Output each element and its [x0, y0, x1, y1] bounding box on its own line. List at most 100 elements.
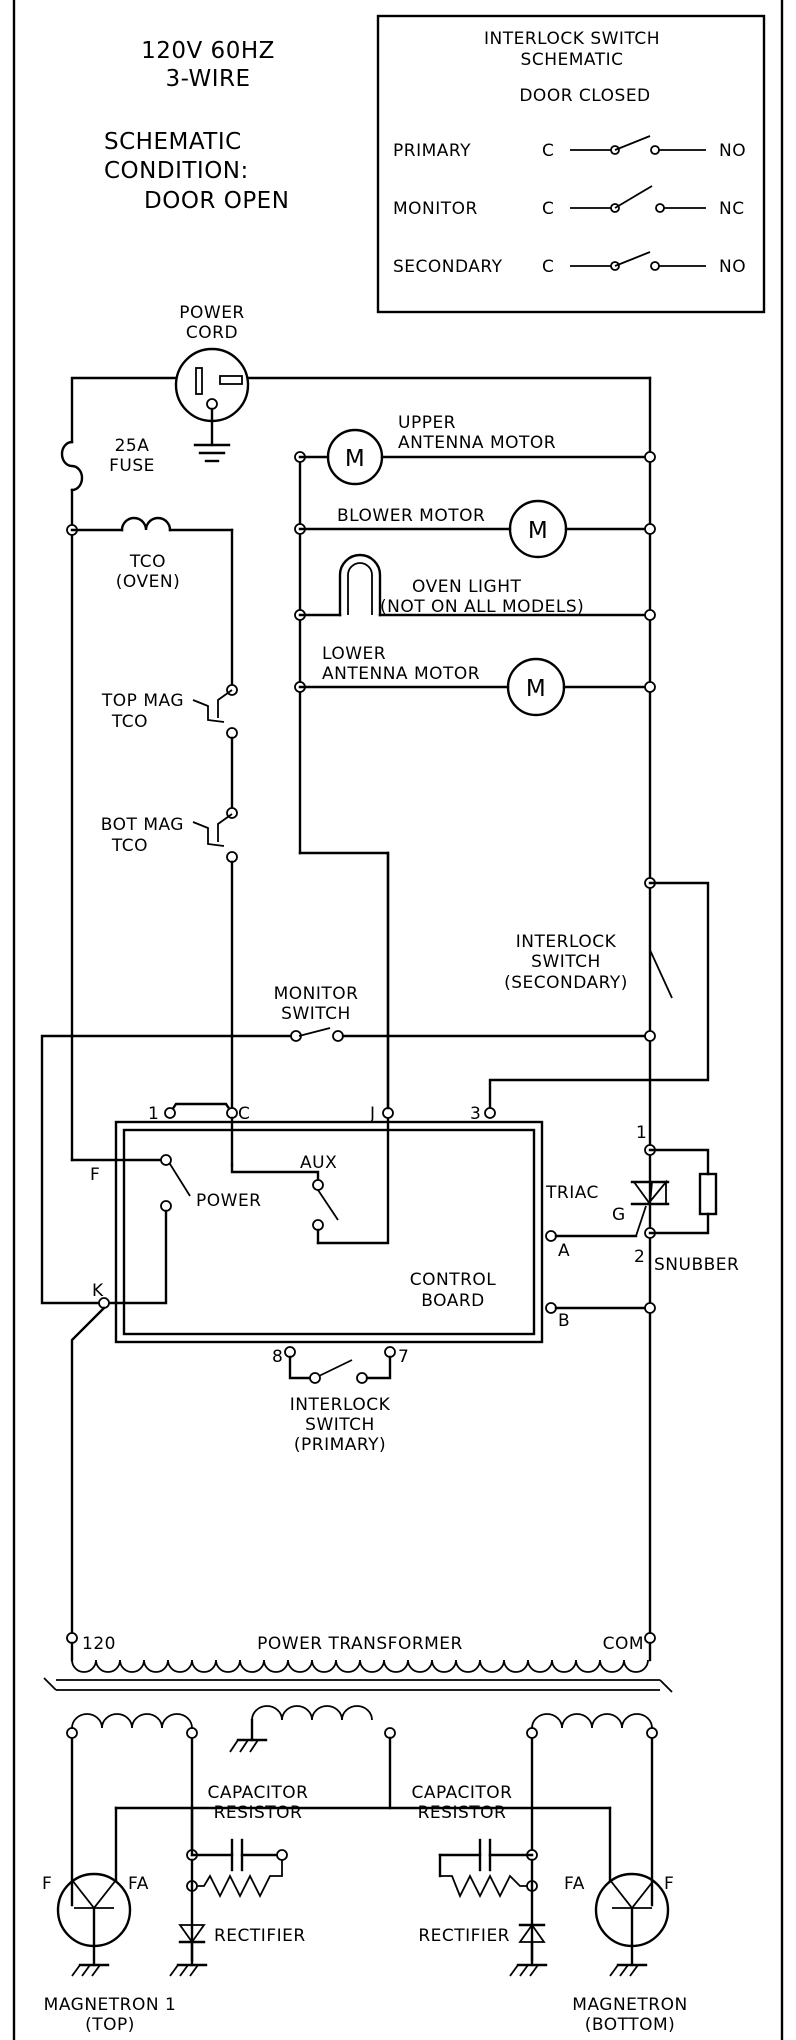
interlock-row-monitor-common: C	[542, 199, 554, 219]
interlock-secondary-label-2: SWITCH	[531, 952, 601, 972]
rectifier-right-label: RECTIFIER	[418, 1926, 510, 1946]
transformer-title: POWER TRANSFORMER	[257, 1634, 463, 1654]
interlock-row-secondary-state: NO	[719, 257, 746, 277]
condition-line-1: SCHEMATIC	[104, 129, 242, 155]
terminal-7-label: 7	[398, 1347, 409, 1367]
terminal-3-label: 3	[470, 1104, 481, 1124]
rectifier-left-label: RECTIFIER	[214, 1926, 306, 1946]
interlock-primary-label-3: (PRIMARY)	[294, 1435, 386, 1455]
power-switch-label: POWER	[196, 1191, 262, 1211]
magnetron-top-f-label: F	[42, 1874, 52, 1894]
upper-antenna-label-2: ANTENNA MOTOR	[398, 433, 556, 453]
fuse-label-2: FUSE	[109, 456, 155, 476]
interlock-switch-primary: 8 7 INTERLOCK SWITCH (PRIMARY)	[272, 1346, 409, 1455]
supply-info: 120V 60HZ 3-WIRE SCHEMATIC CONDITION: DO…	[104, 38, 289, 214]
interlock-schematic-box: INTERLOCK SWITCH SCHEMATIC DOOR CLOSED P…	[376, 14, 766, 314]
control-board: 1 C J 3 AUX F POWER K CONTROL BOARD A B	[70, 851, 656, 1640]
interlock-secondary-label-3: (SECONDARY)	[504, 973, 628, 993]
lower-antenna-label-2: ANTENNA MOTOR	[322, 664, 480, 684]
cap-res-left-label-1: CAPACITOR	[208, 1783, 309, 1803]
interlock-primary-label-2: SWITCH	[305, 1415, 375, 1435]
capacitor-resistor-network: CAPACITOR RESISTOR CAPACITOR RESISTOR	[114, 1783, 612, 1962]
power-cord: POWER CORD	[174, 303, 250, 463]
monitor-switch-label-2: SWITCH	[281, 1004, 351, 1024]
interlock-row-primary-state: NO	[719, 141, 746, 161]
control-board-label-2: BOARD	[421, 1291, 484, 1311]
interlock-box-title-1: INTERLOCK SWITCH	[484, 29, 660, 49]
magnetron-bottom-label-2: (BOTTOM)	[585, 2015, 676, 2035]
secondary-windings	[66, 1705, 658, 1907]
triac-terminal-1-label: 1	[636, 1123, 647, 1143]
cap-res-right-label-1: CAPACITOR	[412, 1783, 513, 1803]
tco-oven: TCO (OVEN)	[70, 516, 234, 592]
interlock-row-secondary-common: C	[542, 257, 554, 277]
oven-light: OVEN LIGHT (NOT ON ALL MODELS)	[294, 553, 656, 621]
triac-snubber: TRIAC 1 2 G SNUBBER	[545, 1123, 739, 1275]
terminal-j-label: J	[369, 1104, 376, 1124]
interlock-primary-label-1: INTERLOCK	[290, 1395, 391, 1415]
lower-antenna-label-1: LOWER	[322, 644, 386, 664]
power-transformer: 120 POWER TRANSFORMER COM	[43, 1632, 673, 1693]
blower-motor: M BLOWER MOTOR	[294, 499, 656, 559]
interlock-row-primary-name: PRIMARY	[393, 141, 471, 161]
terminal-c-label: C	[238, 1104, 250, 1124]
tco-oven-label-1: TCO	[129, 552, 166, 572]
interlock-row-monitor-state: NC	[719, 199, 745, 219]
interlock-switch-secondary: INTERLOCK SWITCH (SECONDARY)	[488, 877, 710, 1115]
magnetron-top: F FA MAGNETRON 1 (TOP)	[42, 1872, 177, 2035]
interlock-box-title-2: SCHEMATIC	[521, 50, 624, 70]
lower-antenna-motor-symbol: M	[526, 676, 546, 702]
magnetron-bottom-f-label: F	[664, 1874, 674, 1894]
lower-antenna-motor: M LOWER ANTENNA MOTOR	[294, 644, 656, 717]
terminal-b-label: B	[558, 1311, 570, 1331]
upper-antenna-label-1: UPPER	[398, 413, 456, 433]
magnetron-top-label-1: MAGNETRON 1	[44, 1995, 177, 2015]
interlock-box-subtitle: DOOR CLOSED	[519, 86, 650, 106]
transformer-com-label: COM	[603, 1634, 644, 1654]
magnetron-top-label-2: (TOP)	[85, 2015, 135, 2035]
upper-antenna-motor-symbol: M	[345, 446, 365, 472]
interlock-secondary-label-1: INTERLOCK	[516, 932, 617, 952]
supply-line-1: 120V 60HZ	[141, 38, 275, 64]
fuse-label-1: 25A	[115, 436, 150, 456]
oven-light-label-1: OVEN LIGHT	[412, 577, 522, 597]
top-mag-tco: TOP MAG TCO	[101, 684, 238, 739]
bot-mag-label-2: TCO	[111, 836, 148, 856]
rectifier-left: RECTIFIER	[169, 1924, 306, 1977]
power-cord-label-2: CORD	[186, 323, 238, 343]
interlock-row-primary-common: C	[542, 141, 554, 161]
top-mag-label-2: TCO	[111, 712, 148, 732]
cap-res-right-label-2: RESISTOR	[418, 1803, 507, 1823]
magnetron-bottom-fa-label: FA	[564, 1874, 585, 1894]
tco-oven-label-2: (OVEN)	[116, 572, 180, 592]
blower-motor-symbol: M	[528, 518, 548, 544]
fuse-25a: 25A FUSE	[60, 436, 155, 492]
terminal-1-label: 1	[148, 1104, 159, 1124]
rectifier-right: RECTIFIER	[418, 1923, 548, 1977]
power-cord-label-1: POWER	[179, 303, 245, 323]
snubber-label: SNUBBER	[654, 1255, 739, 1275]
top-mag-label-1: TOP MAG	[101, 691, 184, 711]
magnetron-bottom: FA F MAGNETRON (BOTTOM)	[564, 1872, 687, 2035]
bot-mag-tco: BOT MAG TCO	[101, 807, 238, 863]
magnetron-bottom-label-1: MAGNETRON	[572, 1995, 687, 2015]
condition-line-2: CONDITION:	[104, 158, 249, 184]
bot-mag-label-1: BOT MAG	[101, 815, 184, 835]
transformer-120-label: 120	[82, 1634, 116, 1654]
upper-antenna-motor: M UPPER ANTENNA MOTOR	[294, 413, 656, 486]
cap-res-left-label-2: RESISTOR	[214, 1803, 303, 1823]
monitor-switch-label-1: MONITOR	[274, 984, 359, 1004]
oven-light-label-2: (NOT ON ALL MODELS)	[380, 597, 584, 617]
triac-terminal-2-label: 2	[634, 1247, 645, 1267]
control-board-label-1: CONTROL	[410, 1270, 497, 1290]
terminal-a-label: A	[558, 1241, 570, 1261]
monitor-switch: MONITOR SWITCH	[40, 984, 656, 1305]
interlock-row-monitor-name: MONITOR	[393, 199, 478, 219]
magnetron-top-fa-label: FA	[128, 1874, 149, 1894]
supply-line-2: 3-WIRE	[165, 66, 250, 92]
terminal-8-label: 8	[272, 1347, 283, 1367]
condition-line-3: DOOR OPEN	[144, 188, 289, 214]
terminal-k-label: K	[92, 1281, 104, 1301]
interlock-row-secondary-name: SECONDARY	[393, 257, 503, 277]
